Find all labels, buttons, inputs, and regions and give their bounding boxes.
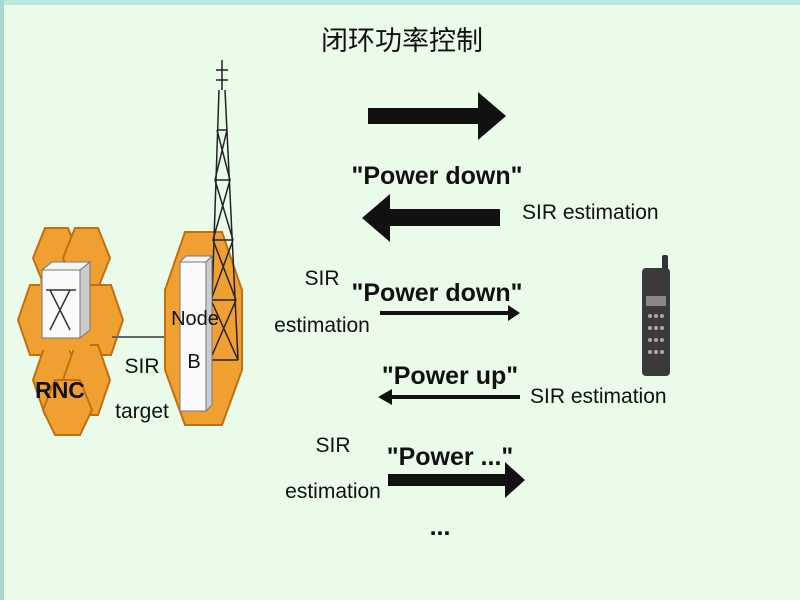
nodeb-label-line2: B — [187, 351, 200, 373]
sir-target-label-line1: SIR — [124, 355, 159, 378]
sir-estimation-nodeb-2-line1: SIR — [315, 434, 350, 457]
antenna-tower-icon — [209, 60, 239, 361]
sir-estimation-nodeb-1-line1: SIR — [304, 267, 339, 290]
sir-estimation-nodeb-1-line2: estimation — [274, 314, 370, 337]
sir-target-label-line2: target — [115, 400, 169, 423]
thick-arrow-right-2 — [388, 462, 525, 498]
sir-estimation-nodeb-2-line2: estimation — [285, 480, 381, 503]
sir-estimation-ue-2: SIR estimation — [530, 385, 667, 408]
thick-arrow-right-1 — [368, 92, 506, 140]
nodeb-cabinet-icon — [178, 254, 214, 413]
nodeb-label-line1: Node — [171, 308, 219, 330]
power-up-command: "Power up" — [382, 362, 518, 390]
power-down-command-2: "Power down" — [352, 279, 523, 307]
top-border — [0, 0, 800, 5]
power-down-command-1: "Power down" — [352, 162, 523, 190]
continuation-ellipsis: ... — [430, 513, 451, 541]
rnc-label: RNC — [35, 377, 85, 403]
rnc-switch-icon — [40, 260, 92, 340]
thick-arrow-left — [362, 194, 500, 242]
thin-arrow-left — [378, 389, 520, 405]
left-border — [0, 0, 4, 600]
diagram-title: 闭环功率控制 — [321, 26, 483, 56]
power-more-command: "Power ..." — [387, 443, 514, 471]
thin-arrow-right — [380, 305, 520, 321]
mobile-phone-icon — [642, 255, 670, 376]
sir-estimation-ue-1: SIR estimation — [522, 201, 659, 224]
